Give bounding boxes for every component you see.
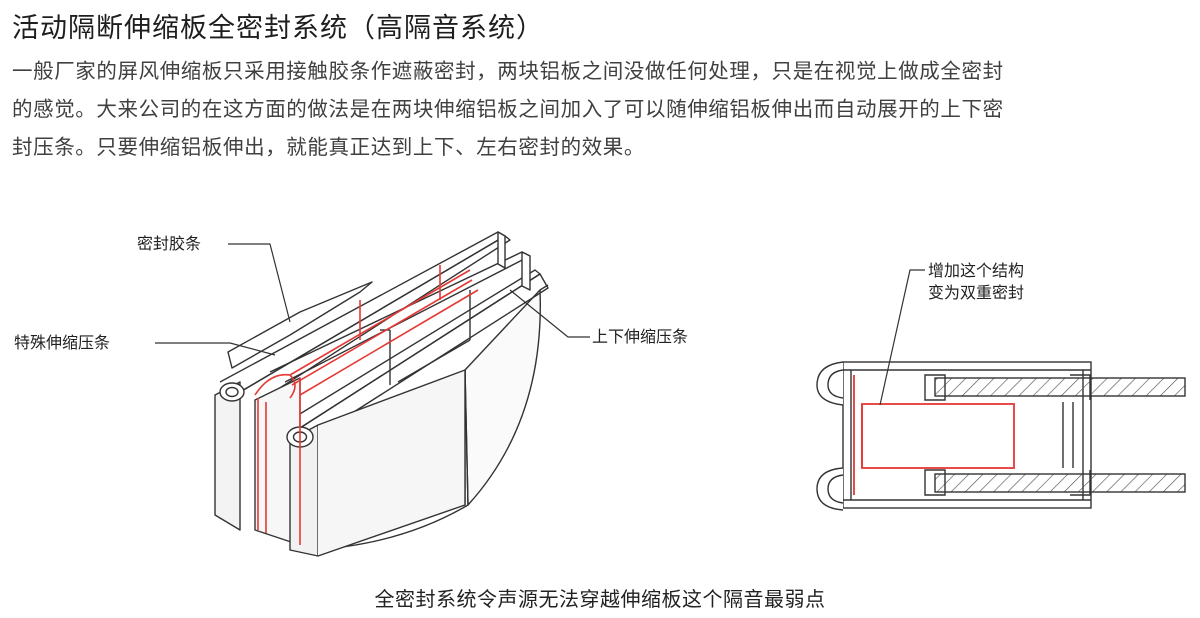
intro-paragraph: 一般厂家的屏风伸缩板只采用接触胶条作遮蔽密封，两块铝板之间没做任何处理，只是在视… (12, 52, 1188, 166)
curved-panel (464, 289, 542, 506)
label-updown-strip: 上下伸缩压条 (592, 327, 689, 347)
intro-line: 的感觉。大来公司的在这方面的做法是在两块伸缩铝板之间加入了可以随伸缩铝板伸出而自… (12, 97, 1004, 121)
leader-lines (155, 243, 590, 356)
intro-line: 一般厂家的屏风伸缩板只采用接触胶条作遮蔽密封，两块铝板之间没做任何处理，只是在视… (12, 59, 1004, 83)
label-seal-strip: 密封胶条 (137, 234, 202, 254)
figure-caption: 全密封系统令声源无法穿越伸缩板这个隔音最弱点 (374, 587, 826, 611)
added-double-seal (853, 375, 1015, 495)
intro-line: 封压条。只要伸缩铝板伸出，就能真正达到上下、左右密封的效果。 (12, 135, 645, 159)
page-title: 活动隔断伸缩板全密封系统（高隔音系统） (12, 13, 544, 44)
cross-section-diagram (816, 269, 1186, 511)
red-seal-lines (254, 265, 479, 545)
left-plate (214, 381, 241, 531)
label-special-strip: 特殊伸缩压条 (14, 333, 111, 353)
label-added-structure: 增加这个结构 (928, 261, 1025, 281)
panel-3d-illustration (155, 231, 590, 557)
label-double-seal: 变为双重密封 (928, 283, 1025, 303)
